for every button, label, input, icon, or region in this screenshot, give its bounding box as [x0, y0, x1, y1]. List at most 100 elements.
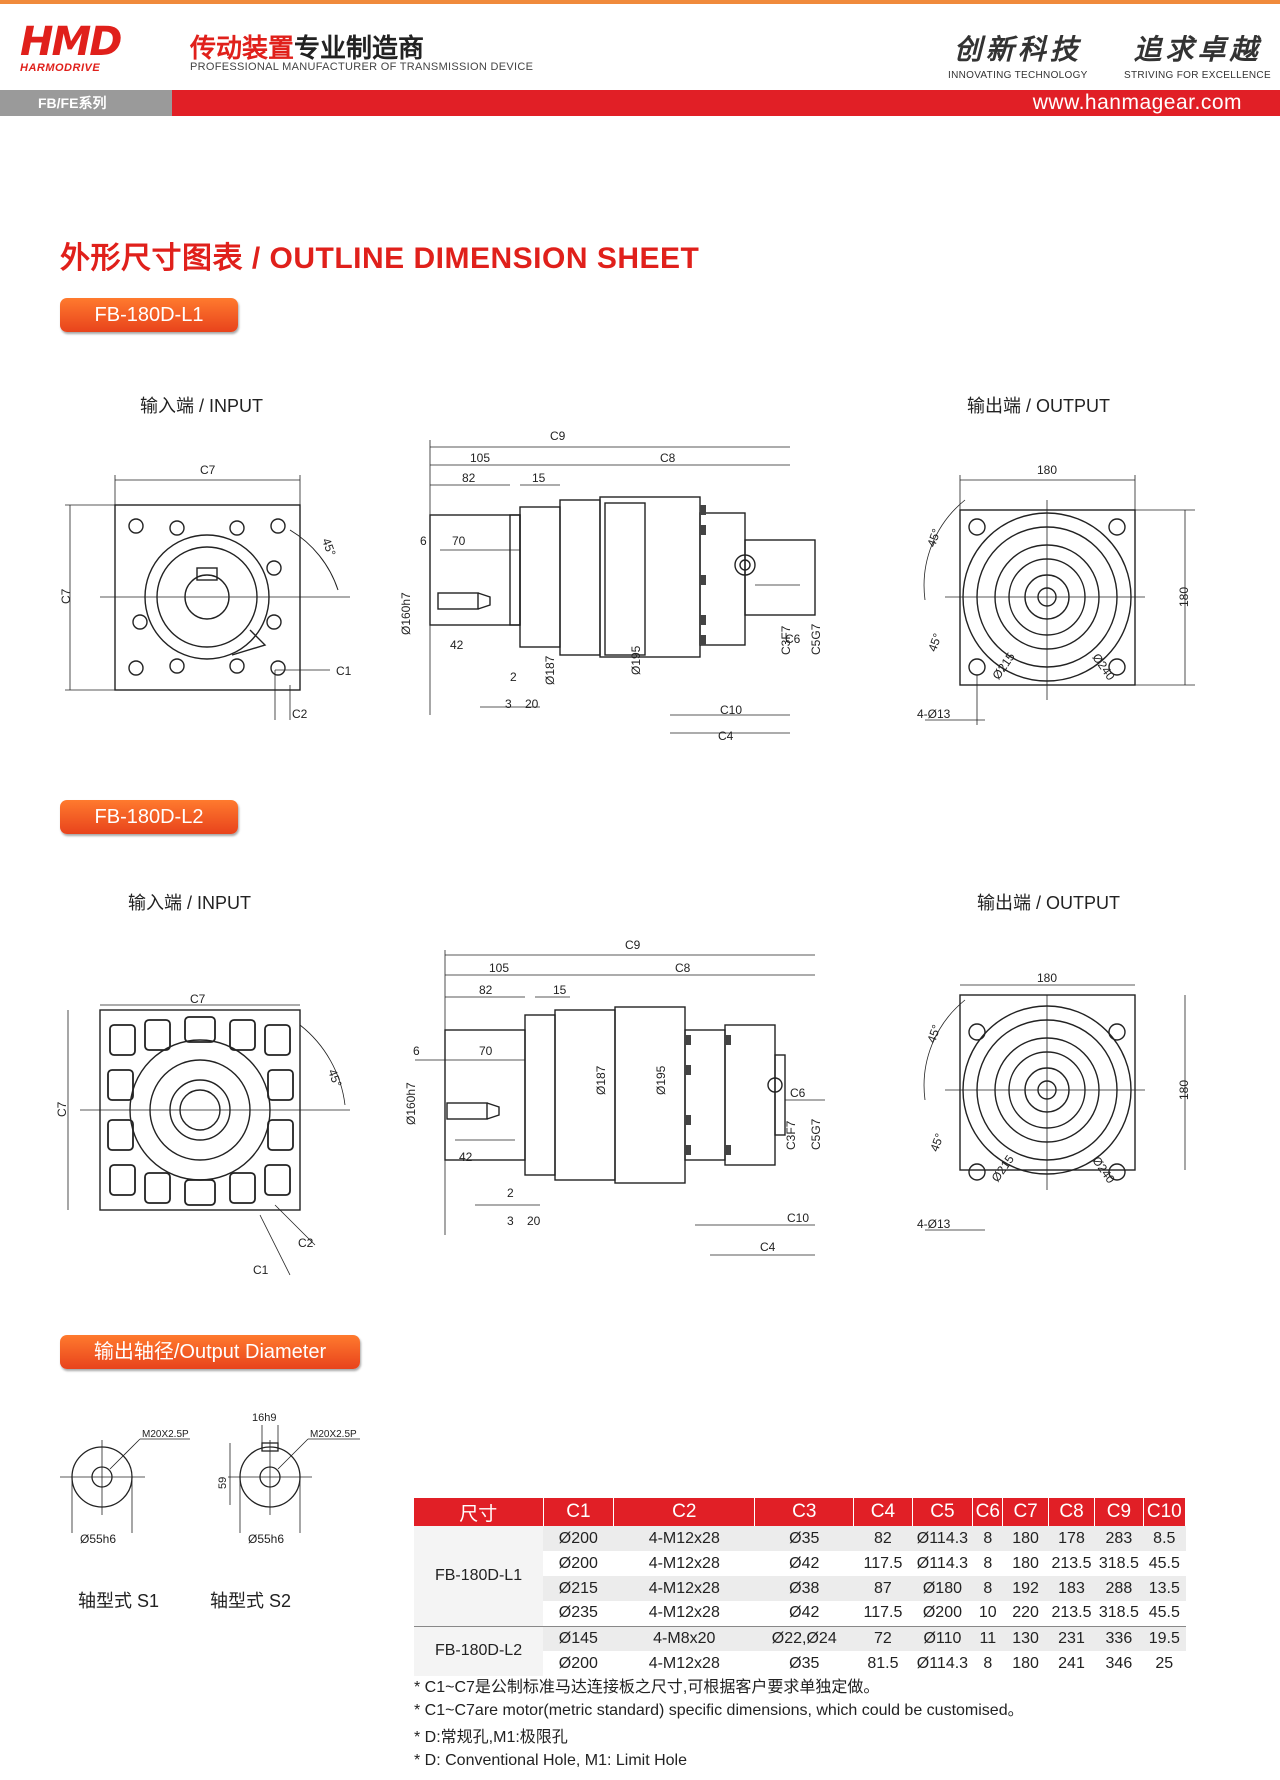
l2-d2: 2 — [507, 1186, 514, 1200]
cell-c6: 10 — [972, 1601, 1003, 1626]
table-header-row: 尺寸 C1 C2 C3 C4 C5 C6 C7 C8 C9 C10 — [414, 1498, 1187, 1526]
cell-c9: 318.5 — [1094, 1551, 1144, 1576]
l1-d105: 105 — [470, 451, 490, 465]
l2-in-c2: C2 — [298, 1236, 314, 1250]
cell-c4: 82 — [853, 1526, 913, 1551]
cell-c6: 8 — [972, 1651, 1003, 1676]
l2-in-c7-top: C7 — [190, 992, 206, 1006]
cell-c1: Ø235 — [543, 1601, 614, 1626]
input-label-l2: 输入端 / INPUT — [128, 893, 252, 913]
cell-c8: 231 — [1048, 1625, 1095, 1651]
l2-d105: 105 — [489, 961, 509, 975]
l1-c5g7: C5G7 — [809, 623, 823, 655]
logo-mark: HMD — [20, 19, 122, 65]
th-size: 尺寸 — [414, 1498, 544, 1526]
cell-c5: Ø110 — [912, 1625, 973, 1651]
l2-d20: 20 — [527, 1214, 541, 1228]
slogan-innovating-en: INNOVATING TECHNOLOGY — [948, 70, 1088, 81]
th-c4: C4 — [853, 1498, 913, 1526]
cell-c6: 8 — [972, 1551, 1003, 1576]
th-c8: C8 — [1048, 1498, 1096, 1526]
model-badge-l2: FB-180D-L2 — [60, 800, 238, 834]
slogan-innovating: 创新科技 INNOVATING TECHNOLOGY — [948, 28, 1088, 81]
cell-c5: Ø200 — [912, 1601, 973, 1626]
dimension-table: 尺寸 C1 C2 C3 C4 C5 C6 C7 C8 C9 C10 FB-180… — [414, 1498, 1187, 1676]
model-cell-l1: FB-180D-L1 — [414, 1526, 544, 1626]
l2-d42: 42 — [459, 1150, 473, 1164]
cell-c3: Ø35 — [754, 1651, 854, 1676]
l2-phi187: Ø187 — [594, 1065, 608, 1095]
l1-phi160: Ø160h7 — [399, 592, 413, 635]
cell-c2: 4-M8x20 — [613, 1625, 755, 1651]
tagline-cn: 传动装置专业制造商 — [190, 28, 424, 65]
cell-c7: 192 — [1002, 1576, 1049, 1601]
l2-d82: 82 — [479, 983, 493, 997]
cell-c8: 178 — [1048, 1526, 1095, 1551]
cell-c1: Ø200 — [543, 1651, 614, 1676]
l1-input-view: C7 C7 45° C1 C2 — [59, 463, 352, 721]
cell-c9: 318.5 — [1094, 1601, 1144, 1626]
s2-thread: M20X2.5P — [310, 1429, 357, 1440]
l2-c3f7: C3F7 — [784, 1120, 798, 1150]
l2-output-view: 180 180 45° 45° Ø215 Ø240 4-Ø13 — [917, 971, 1191, 1231]
cell-c9: 283 — [1094, 1526, 1144, 1551]
l2-c8: C8 — [675, 961, 691, 975]
cell-c5: Ø180 — [912, 1576, 973, 1601]
th-c9: C9 — [1094, 1498, 1144, 1526]
cell-c4: 81.5 — [853, 1651, 913, 1676]
tagline-cn-rest: 专业制造商 — [294, 33, 425, 63]
l2-side-view: C9 105 C8 82 15 6 70 42 2 3 20 Ø160h7 Ø1… — [404, 938, 825, 1256]
l2-d3: 3 — [507, 1214, 514, 1228]
l2-d15: 15 — [553, 983, 567, 997]
cell-c8: 241 — [1048, 1651, 1095, 1676]
cell-c6: 8 — [972, 1576, 1003, 1601]
l1-c3f7: C3F7 — [779, 625, 793, 655]
l1-phi187: Ø187 — [543, 655, 557, 685]
l1-out-180-top: 180 — [1037, 463, 1057, 477]
slogan-striving-cn: 追求卓越 — [1133, 33, 1262, 66]
l2-out-angle-b: 45° — [927, 1131, 946, 1153]
cell-c4: 87 — [853, 1576, 913, 1601]
th-c3: C3 — [754, 1498, 855, 1526]
cell-c9: 336 — [1094, 1625, 1144, 1651]
l2-in-angle: 45° — [325, 1067, 344, 1089]
cell-c2: 4-M12x28 — [613, 1651, 755, 1676]
l1-in-c1: C1 — [336, 664, 352, 678]
l1-d20: 20 — [525, 697, 539, 711]
cell-c2: 4-M12x28 — [613, 1551, 755, 1576]
cell-c9: 346 — [1094, 1651, 1144, 1676]
cell-c10: 13.5 — [1143, 1576, 1186, 1601]
tagline-en: PROFESSIONAL MANUFACTURER OF TRANSMISSIO… — [190, 61, 534, 73]
output-diameter-badge: 输出轴径/Output Diameter — [60, 1335, 360, 1369]
section-title: 外形尺寸图表 / OUTLINE DIMENSION SHEET — [60, 242, 700, 275]
s2-shaft-dia: Ø55h6 — [248, 1532, 284, 1546]
cell-c1: Ø200 — [543, 1526, 614, 1551]
l1-side-view: C9 105 C8 82 15 70 6 42 Ø187 Ø195 Ø160h7… — [399, 429, 823, 743]
cell-c3: Ø42 — [754, 1601, 854, 1626]
website-link[interactable]: www.hanmagear.com — [1032, 91, 1242, 114]
l1-d42: 42 — [450, 638, 464, 652]
l1-d70: 70 — [452, 534, 466, 548]
l2-in-c7-side: C7 — [55, 1101, 69, 1117]
cell-c7: 180 — [1002, 1551, 1049, 1576]
s2-key-width: 16h9 — [252, 1412, 276, 1424]
cell-c8: 183 — [1048, 1576, 1095, 1601]
cell-c5: Ø114.3 — [912, 1551, 973, 1576]
l1-d82: 82 — [462, 471, 476, 485]
cell-c1: Ø215 — [543, 1576, 614, 1601]
l1-out-angle-a: 45° — [924, 527, 943, 549]
cell-c2: 4-M12x28 — [613, 1526, 755, 1551]
l1-phi195: Ø195 — [629, 645, 643, 675]
cell-c6: 11 — [972, 1625, 1003, 1651]
l1-output-view: 180 180 45° 45° Ø215 Ø240 4-Ø13 — [917, 463, 1195, 725]
model-cell-l2: FB-180D-L2 — [414, 1625, 544, 1676]
shaft-type-s1: 轴型式 S1 — [78, 1591, 160, 1611]
cell-c3: Ø35 — [754, 1526, 854, 1551]
l1-in-c7-side: C7 — [59, 588, 73, 604]
output-label-l2: 输出端 / OUTPUT — [977, 893, 1120, 913]
l1-d2: 2 — [510, 670, 517, 684]
cell-c7: 180 — [1002, 1526, 1049, 1551]
